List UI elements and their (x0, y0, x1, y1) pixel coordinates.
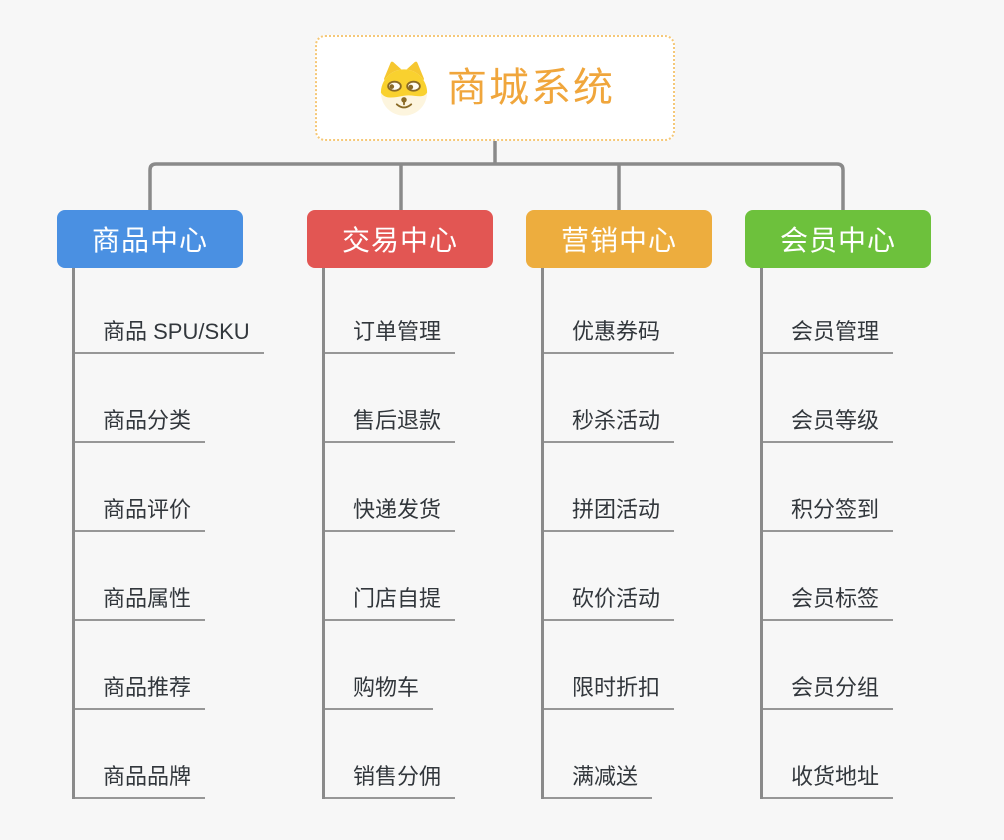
branch-node-trade-center[interactable]: 交易中心 (307, 210, 493, 268)
branch-column-trade: 订单管理 售后退款 快递发货 门店自提 购物车 销售分佣 (322, 265, 553, 799)
leaf-node[interactable]: 满减送 (542, 710, 772, 799)
leaf-node[interactable]: 快递发货 (323, 443, 553, 532)
branch-column-member: 会员管理 会员等级 积分签到 会员标签 会员分组 收货地址 (760, 265, 991, 799)
root-title: 商城系统 (447, 66, 615, 110)
leaf-node[interactable]: 售后退款 (323, 354, 553, 443)
leaf-label: 商品品牌 (73, 763, 206, 799)
leaf-node[interactable]: 商品属性 (73, 532, 303, 621)
leaf-label: 售后退款 (323, 407, 456, 443)
leaf-node[interactable]: 商品 SPU/SKU (73, 265, 303, 354)
leaf-node[interactable]: 优惠券码 (542, 265, 772, 354)
branch-column-marketing: 优惠券码 秒杀活动 拼团活动 砍价活动 限时折扣 满减送 (541, 265, 772, 799)
column-trunk-line (322, 268, 325, 799)
leaf-label: 商品评价 (73, 496, 206, 532)
leaf-node[interactable]: 门店自提 (323, 532, 553, 621)
leaf-label: 优惠券码 (542, 318, 675, 354)
leaf-label: 会员等级 (761, 407, 894, 443)
root-node[interactable]: 商城系统 (315, 35, 675, 141)
leaf-label: 商品 SPU/SKU (73, 318, 264, 354)
leaf-label: 满减送 (542, 763, 653, 799)
leaf-node[interactable]: 购物车 (323, 621, 553, 710)
leaf-node[interactable]: 拼团活动 (542, 443, 772, 532)
branch-node-marketing-center[interactable]: 营销中心 (526, 210, 712, 268)
leaf-label: 拼团活动 (542, 496, 675, 532)
leaf-label: 秒杀活动 (542, 407, 675, 443)
leaf-label: 门店自提 (323, 585, 456, 621)
leaf-label: 限时折扣 (542, 674, 675, 710)
leaf-node[interactable]: 砍价活动 (542, 532, 772, 621)
leaf-node[interactable]: 会员等级 (761, 354, 991, 443)
doge-icon (375, 59, 433, 117)
column-trunk-line (760, 268, 763, 799)
leaf-node[interactable]: 订单管理 (323, 265, 553, 354)
leaf-node[interactable]: 销售分佣 (323, 710, 553, 799)
branch-column-product: 商品 SPU/SKU 商品分类 商品评价 商品属性 商品推荐 商品品牌 (72, 265, 303, 799)
leaf-label: 商品分类 (73, 407, 206, 443)
leaf-label: 会员分组 (761, 674, 894, 710)
leaf-label: 收货地址 (761, 763, 894, 799)
leaf-label: 订单管理 (323, 318, 456, 354)
leaf-node[interactable]: 商品分类 (73, 354, 303, 443)
leaf-node[interactable]: 会员管理 (761, 265, 991, 354)
leaf-node[interactable]: 收货地址 (761, 710, 991, 799)
leaf-label: 会员标签 (761, 585, 894, 621)
leaf-node[interactable]: 限时折扣 (542, 621, 772, 710)
leaf-node[interactable]: 商品品牌 (73, 710, 303, 799)
leaf-label: 商品推荐 (73, 674, 206, 710)
column-trunk-line (541, 268, 544, 799)
leaf-label: 销售分佣 (323, 763, 456, 799)
leaf-label: 快递发货 (323, 496, 456, 532)
leaf-label: 积分签到 (761, 496, 894, 532)
branch-node-member-center[interactable]: 会员中心 (745, 210, 931, 268)
leaf-node[interactable]: 会员分组 (761, 621, 991, 710)
leaf-node[interactable]: 积分签到 (761, 443, 991, 532)
branch-node-product-center[interactable]: 商品中心 (57, 210, 243, 268)
leaf-node[interactable]: 会员标签 (761, 532, 991, 621)
leaf-label: 砍价活动 (542, 585, 675, 621)
branch-rail-line (148, 162, 845, 210)
leaf-node[interactable]: 商品推荐 (73, 621, 303, 710)
leaf-node[interactable]: 秒杀活动 (542, 354, 772, 443)
leaf-node[interactable]: 商品评价 (73, 443, 303, 532)
leaf-label: 购物车 (323, 674, 434, 710)
leaf-label: 会员管理 (761, 318, 894, 354)
leaf-label: 商品属性 (73, 585, 206, 621)
column-trunk-line (72, 268, 75, 799)
